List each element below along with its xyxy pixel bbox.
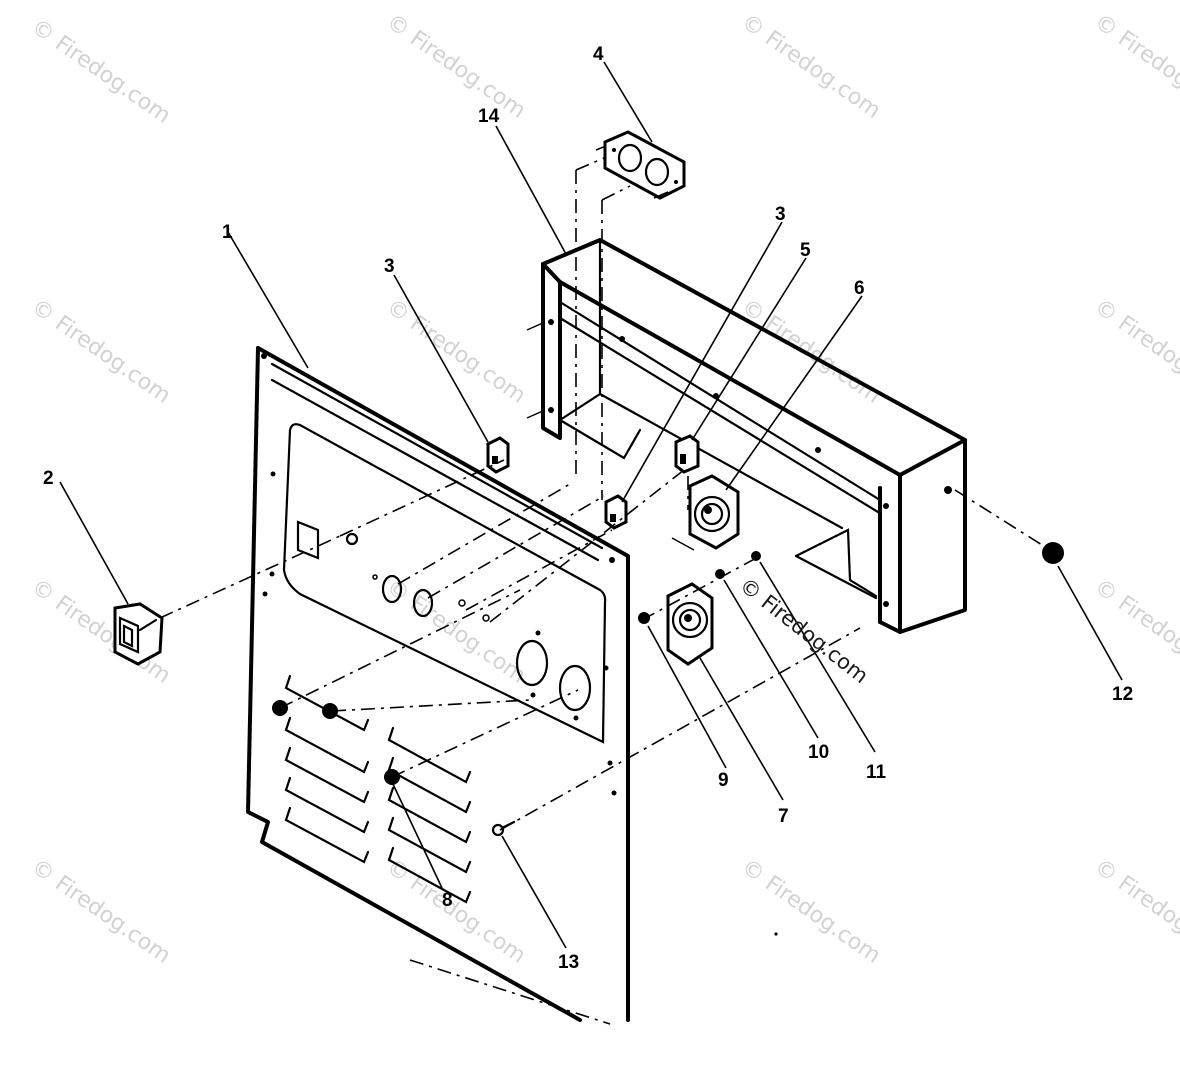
watermark: © Firedog.com	[1090, 9, 1180, 123]
nut-9	[638, 612, 650, 624]
callout-9: 9	[718, 770, 729, 791]
front-panel	[246, 346, 630, 1025]
breaker-part-left	[486, 436, 510, 474]
leader-lines	[59, 61, 1123, 949]
twist-lock-receptacle-6	[671, 474, 740, 551]
watermark: © Firedog.com	[27, 14, 175, 128]
assembly-lines	[159, 157, 1051, 831]
rear-box	[526, 238, 967, 634]
watermark: © Firedog.com	[1090, 854, 1180, 968]
callout-10: 10	[808, 742, 829, 763]
callout-12: 12	[1112, 684, 1133, 705]
watermark: © Firedog.com	[382, 9, 530, 123]
callout-8: 8	[442, 890, 453, 911]
callout-1: 1	[222, 222, 233, 243]
callout-2: 2	[43, 468, 54, 489]
watermark: © Firedog.com	[1090, 574, 1180, 688]
watermark: © Firedog.com	[737, 854, 885, 968]
breaker-part-5	[674, 434, 700, 474]
callout-labels: 1 2 3 3 4 5 6 7 8 9 10 11 12 13 14	[43, 44, 1133, 973]
nut-11	[751, 551, 761, 561]
switch-part	[113, 602, 164, 666]
callout-14: 14	[478, 106, 500, 127]
callout-3-left: 3	[384, 256, 395, 277]
watermark: © Firedog.com	[382, 574, 530, 688]
louvers-left	[284, 674, 370, 864]
watermark: © Firedog.com	[737, 9, 885, 123]
callout-11: 11	[866, 762, 887, 783]
duplex-receptacle-part	[595, 130, 686, 200]
callout-7: 7	[778, 806, 789, 827]
watermark: © Firedog.com	[27, 294, 175, 408]
callout-4: 4	[593, 44, 604, 65]
watermark: © Firedog.com	[382, 294, 530, 408]
watermark: © Firedog.com	[27, 854, 175, 968]
watermark: © Firedog.com	[1090, 294, 1180, 408]
louvers-right	[387, 726, 472, 904]
callout-13: 13	[558, 952, 579, 973]
callout-5: 5	[800, 240, 811, 261]
inline-watermark: © Firedog.com	[735, 573, 873, 688]
knob-part	[1042, 542, 1064, 564]
callout-6: 6	[854, 278, 865, 299]
twist-lock-receptacle-7	[666, 582, 714, 666]
callout-3-right: 3	[775, 204, 786, 225]
watermark: © Firedog.com	[737, 294, 885, 408]
watermarks: © Firedog.com © Firedog.com © Firedog.co…	[27, 9, 1180, 968]
